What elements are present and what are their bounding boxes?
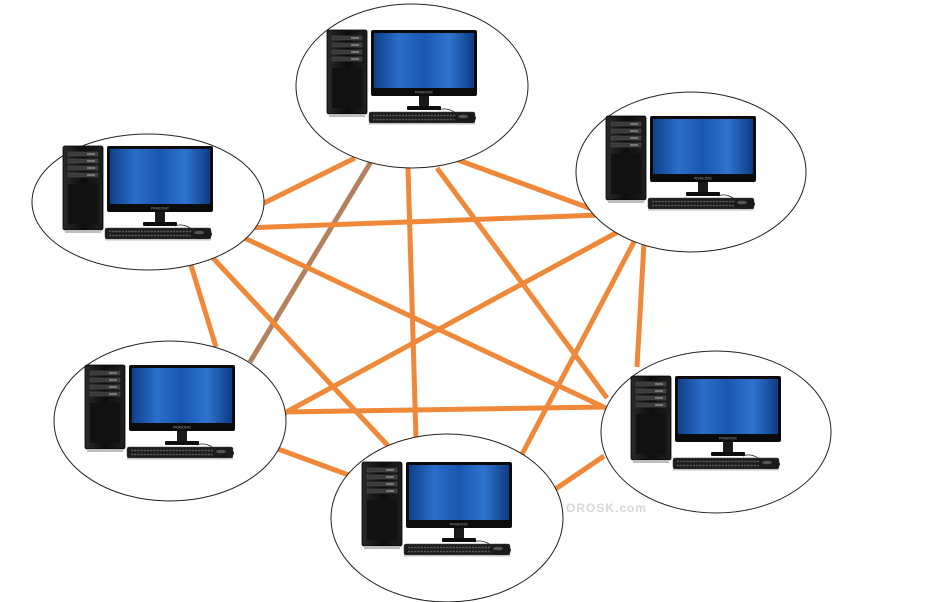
tower-case-icon [326, 29, 368, 117]
desktop-computer-icon: PRASONIC [630, 375, 781, 471]
monitor-icon: PRASONIC [675, 376, 781, 456]
link-pc-lower-left-to-pc-lower-right [281, 404, 605, 415]
link-pc-upper-left-to-pc-lower-left [187, 261, 219, 348]
tower-case-icon [84, 364, 126, 452]
link-pc-upper-right-to-pc-bottom [517, 238, 638, 460]
node-pc-bottom: PRASONIC [330, 433, 564, 602]
mouse-icon [742, 454, 780, 469]
tower-case-icon [62, 145, 104, 233]
link-pc-upper-left-to-pc-bottom [211, 256, 394, 452]
keyboard-icon [672, 457, 780, 471]
monitor-brand-label: PRASONIC [719, 437, 738, 441]
link-pc-top-to-pc-upper-left [258, 155, 357, 208]
node-pc-lower-left: PRASONIC [53, 340, 287, 502]
desktop-computer-icon: PRASONIC [605, 115, 756, 211]
monitor-brand-label: PRASONIC [450, 523, 469, 527]
monitor-icon: PRASONIC [107, 146, 213, 226]
node-pc-top: PRASONIC [295, 3, 529, 169]
link-pc-upper-left-to-pc-lower-right [236, 232, 612, 413]
tower-case-icon [630, 375, 672, 463]
desktop-computer-icon: PRASONIC [326, 29, 477, 125]
node-pc-upper-left: PRASONIC [31, 133, 265, 271]
desktop-computer-icon: PRASONIC [62, 145, 213, 241]
tower-case-icon [605, 115, 647, 203]
mouse-icon [717, 194, 755, 209]
link-pc-top-to-pc-lower-left [247, 158, 375, 364]
monitor-brand-label: PRASONIC [415, 91, 434, 95]
link-pc-upper-right-to-pc-lower-right [634, 242, 647, 368]
monitor-icon: PRASONIC [406, 462, 512, 542]
monitor-brand-label: PRASONIC [173, 426, 192, 430]
link-pc-upper-left-to-pc-upper-right [241, 212, 601, 231]
link-pc-bottom-to-pc-lower-right [552, 453, 606, 493]
monitor-icon: PRASONIC [129, 365, 235, 445]
desktop-computer-icon: PRASONIC [84, 364, 235, 460]
link-pc-upper-right-to-pc-lower-left [277, 225, 627, 419]
node-pc-upper-right: PRASONIC [575, 91, 807, 253]
monitor-icon: PRASONIC [650, 116, 756, 196]
mouse-icon [174, 224, 212, 239]
network-nodes: PRASONIC PRASONIC PRASONIC PRASONIC PRASONIC… [31, 3, 832, 602]
node-pc-lower-right: PRASONIC [600, 350, 832, 514]
monitor-brand-label: PRASONIC [151, 207, 170, 211]
link-pc-top-to-pc-bottom [405, 167, 419, 439]
mouse-icon [438, 108, 476, 123]
tower-case-icon [361, 461, 403, 549]
network-links [187, 155, 647, 493]
monitor-icon: PRASONIC [371, 30, 477, 110]
link-pc-top-to-pc-upper-right [457, 157, 601, 215]
desktop-computer-icon: PRASONIC [361, 461, 512, 557]
monitor-brand-label: PRASONIC [694, 177, 713, 181]
mouse-icon [196, 443, 234, 458]
mouse-icon [473, 540, 511, 555]
link-pc-lower-left-to-pc-bottom [277, 446, 355, 480]
watermark-text: OROSK.com [566, 501, 647, 515]
keyboard-icon [368, 111, 476, 125]
